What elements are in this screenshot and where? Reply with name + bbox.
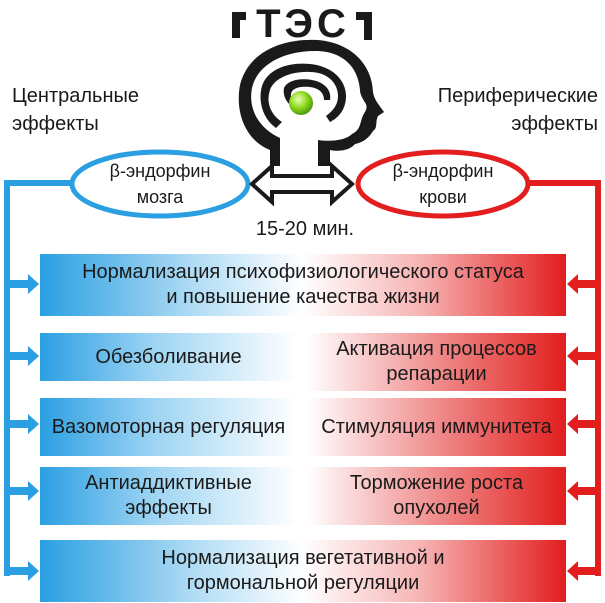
- right-arrows: [567, 274, 598, 581]
- box-tumor-inhibition: Торможение роста опухолей: [307, 467, 566, 525]
- blood-endorphin-label: β-эндорфин крови: [392, 161, 494, 207]
- box-reparation: Активация процессов репарации: [307, 333, 566, 391]
- central-effects-heading: Центральные эффекты: [12, 85, 140, 135]
- right-connector-lines: [528, 180, 601, 576]
- head-logo-icon: [232, 12, 384, 166]
- box-psychophysiological: Нормализация психофизиологического стату…: [40, 254, 566, 316]
- logo-text: ТЭС: [256, 2, 350, 46]
- box-analgesia: Обезболивание: [40, 333, 297, 381]
- brain-endorphin-ellipse: [69, 149, 251, 219]
- blood-endorphin-ellipse: [355, 149, 531, 219]
- green-ball-icon: [289, 91, 313, 115]
- brain-endorphin-label: β-эндорфин мозга: [109, 161, 211, 207]
- time-label: 15-20 мин.: [255, 218, 355, 240]
- box-vasomotor: Вазомоторная регуляция: [40, 398, 297, 456]
- box-immunity: Стимуляция иммунитета: [307, 398, 566, 456]
- double-arrow-icon: [249, 161, 355, 207]
- peripheral-effects-heading: Периферические эффекты: [437, 85, 598, 135]
- box-vegetative-hormonal: Нормализация вегетативной и гормональной…: [40, 540, 566, 602]
- left-arrows: [8, 274, 39, 581]
- box-antiaddictive: Антиаддиктивные эффекты: [40, 467, 297, 525]
- left-connector-lines: [4, 180, 70, 576]
